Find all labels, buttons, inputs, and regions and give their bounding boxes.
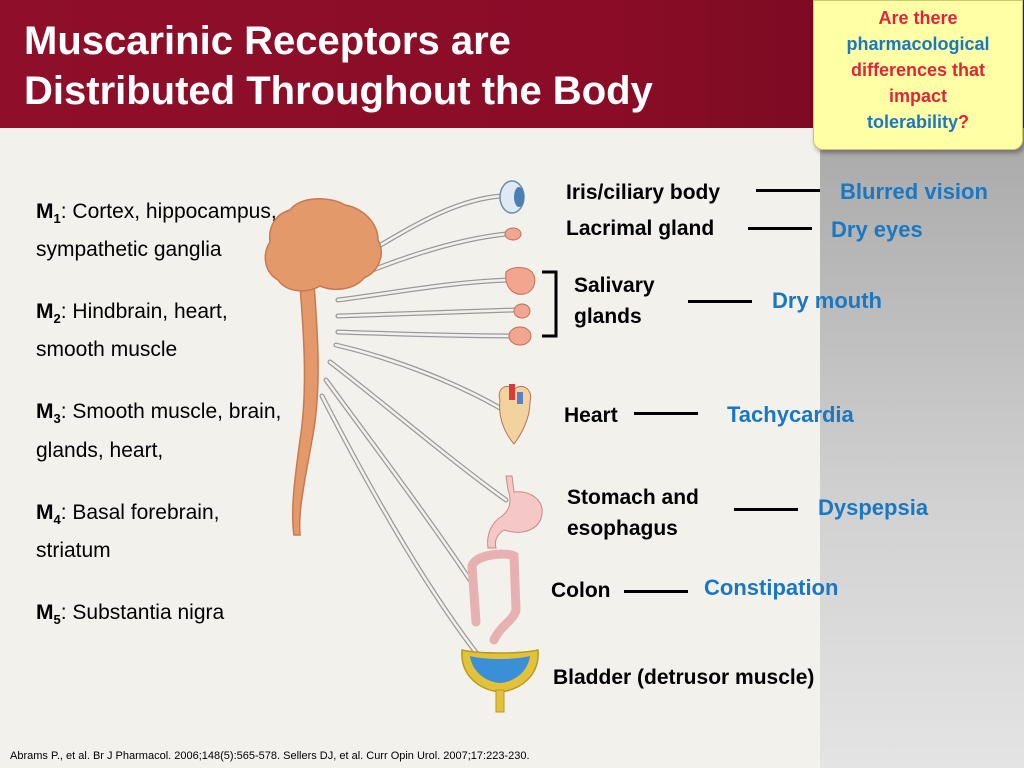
title-line-2: Distributed Throughout the Body (24, 69, 653, 113)
organ-label-salivary: Salivary glands (574, 274, 655, 328)
leader-line-colon (624, 590, 688, 593)
organ-label-colon: Colon (551, 579, 611, 602)
effect-constipation: Constipation (704, 575, 839, 600)
leader-line-iris (756, 189, 820, 192)
callout-line-5: tolerability (866, 112, 959, 132)
receptor-m4: M4: Basal forebrain, striatum (36, 500, 220, 562)
effect-dry-mouth: Dry mouth (772, 288, 882, 313)
callout-line-1: Are there (878, 8, 958, 28)
receptor-list: M1: Cortex, hippocampus, sympathetic gan… (36, 196, 286, 666)
organ-label-bladder: Bladder (detrusor muscle) (553, 666, 815, 689)
organ-label-lacrimal: Lacrimal gland (566, 217, 715, 240)
leader-line-lacrimal (748, 227, 812, 230)
stomach-illustration (487, 475, 543, 549)
organ-label-stomach: Stomach and esophagus (567, 486, 699, 540)
receptor-m2: M2: Hindbrain, heart, smooth muscle (36, 300, 228, 362)
leader-line-stomach (734, 508, 798, 511)
salivary-glands-illustration (505, 267, 536, 346)
effect-dry-eyes: Dry eyes (831, 217, 923, 242)
brain-spinal-cord-illustration (264, 198, 382, 536)
citation-footnote: Abrams P., et al. Br J Pharmacol. 2006;1… (10, 750, 530, 762)
receptor-m5: M5: Substantia nigra (36, 600, 225, 627)
leader-line-salivary (688, 300, 752, 303)
spinal-cord (291, 259, 319, 536)
receptor-m3: M3: Smooth muscle, brain, glands, heart, (36, 400, 282, 462)
brain (264, 198, 382, 292)
effect-blurred-vision: Blurred vision (840, 179, 988, 204)
leader-line-heart (634, 412, 698, 415)
lacrimal-gland-illustration (504, 227, 522, 241)
organ-label-iris: Iris/ciliary body (566, 181, 721, 204)
callout-line-4: impact (888, 86, 948, 106)
side-gray-panel (820, 128, 1024, 768)
effect-dyspepsia: Dyspepsia (818, 495, 929, 520)
organ-label-heart: Heart (564, 404, 618, 427)
slide-title: Muscarinic Receptors are Distributed Thr… (24, 16, 653, 116)
salivary-bracket (542, 270, 558, 338)
callout-question-mark: ? (958, 112, 970, 132)
colon-illustration (467, 549, 521, 645)
callout-line-2: pharmacological (846, 34, 990, 54)
callout-line-3: differences that (850, 60, 986, 80)
heart-illustration (498, 384, 532, 445)
bladder-illustration (461, 649, 539, 713)
effect-tachycardia: Tachycardia (727, 402, 854, 427)
eye-illustration (499, 180, 525, 214)
title-line-1: Muscarinic Receptors are (24, 19, 511, 63)
tolerability-callout: Are there pharmacological differences th… (813, 0, 1023, 150)
receptor-m1: M1: Cortex, hippocampus, sympathetic gan… (36, 200, 277, 262)
